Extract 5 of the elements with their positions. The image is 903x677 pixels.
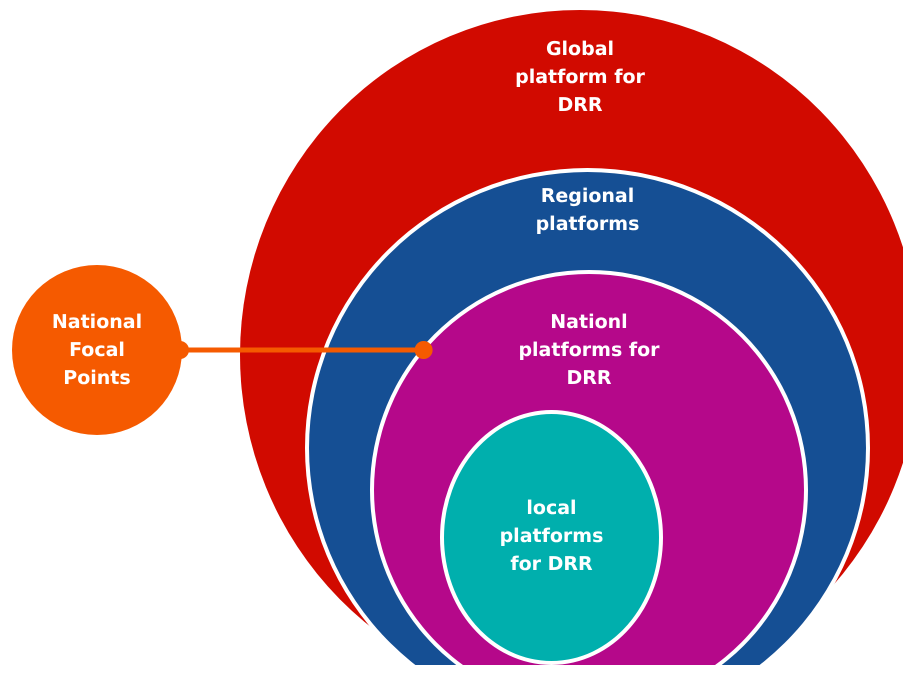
circle-label: Global platform for DRR xyxy=(514,37,646,118)
circle-label: local platforms for DRR xyxy=(498,496,604,577)
circle-label: National Focal Points xyxy=(50,310,144,391)
circle-label: Nationl platforms for DRR xyxy=(517,310,661,391)
circle-label: Regional platforms xyxy=(534,184,640,237)
